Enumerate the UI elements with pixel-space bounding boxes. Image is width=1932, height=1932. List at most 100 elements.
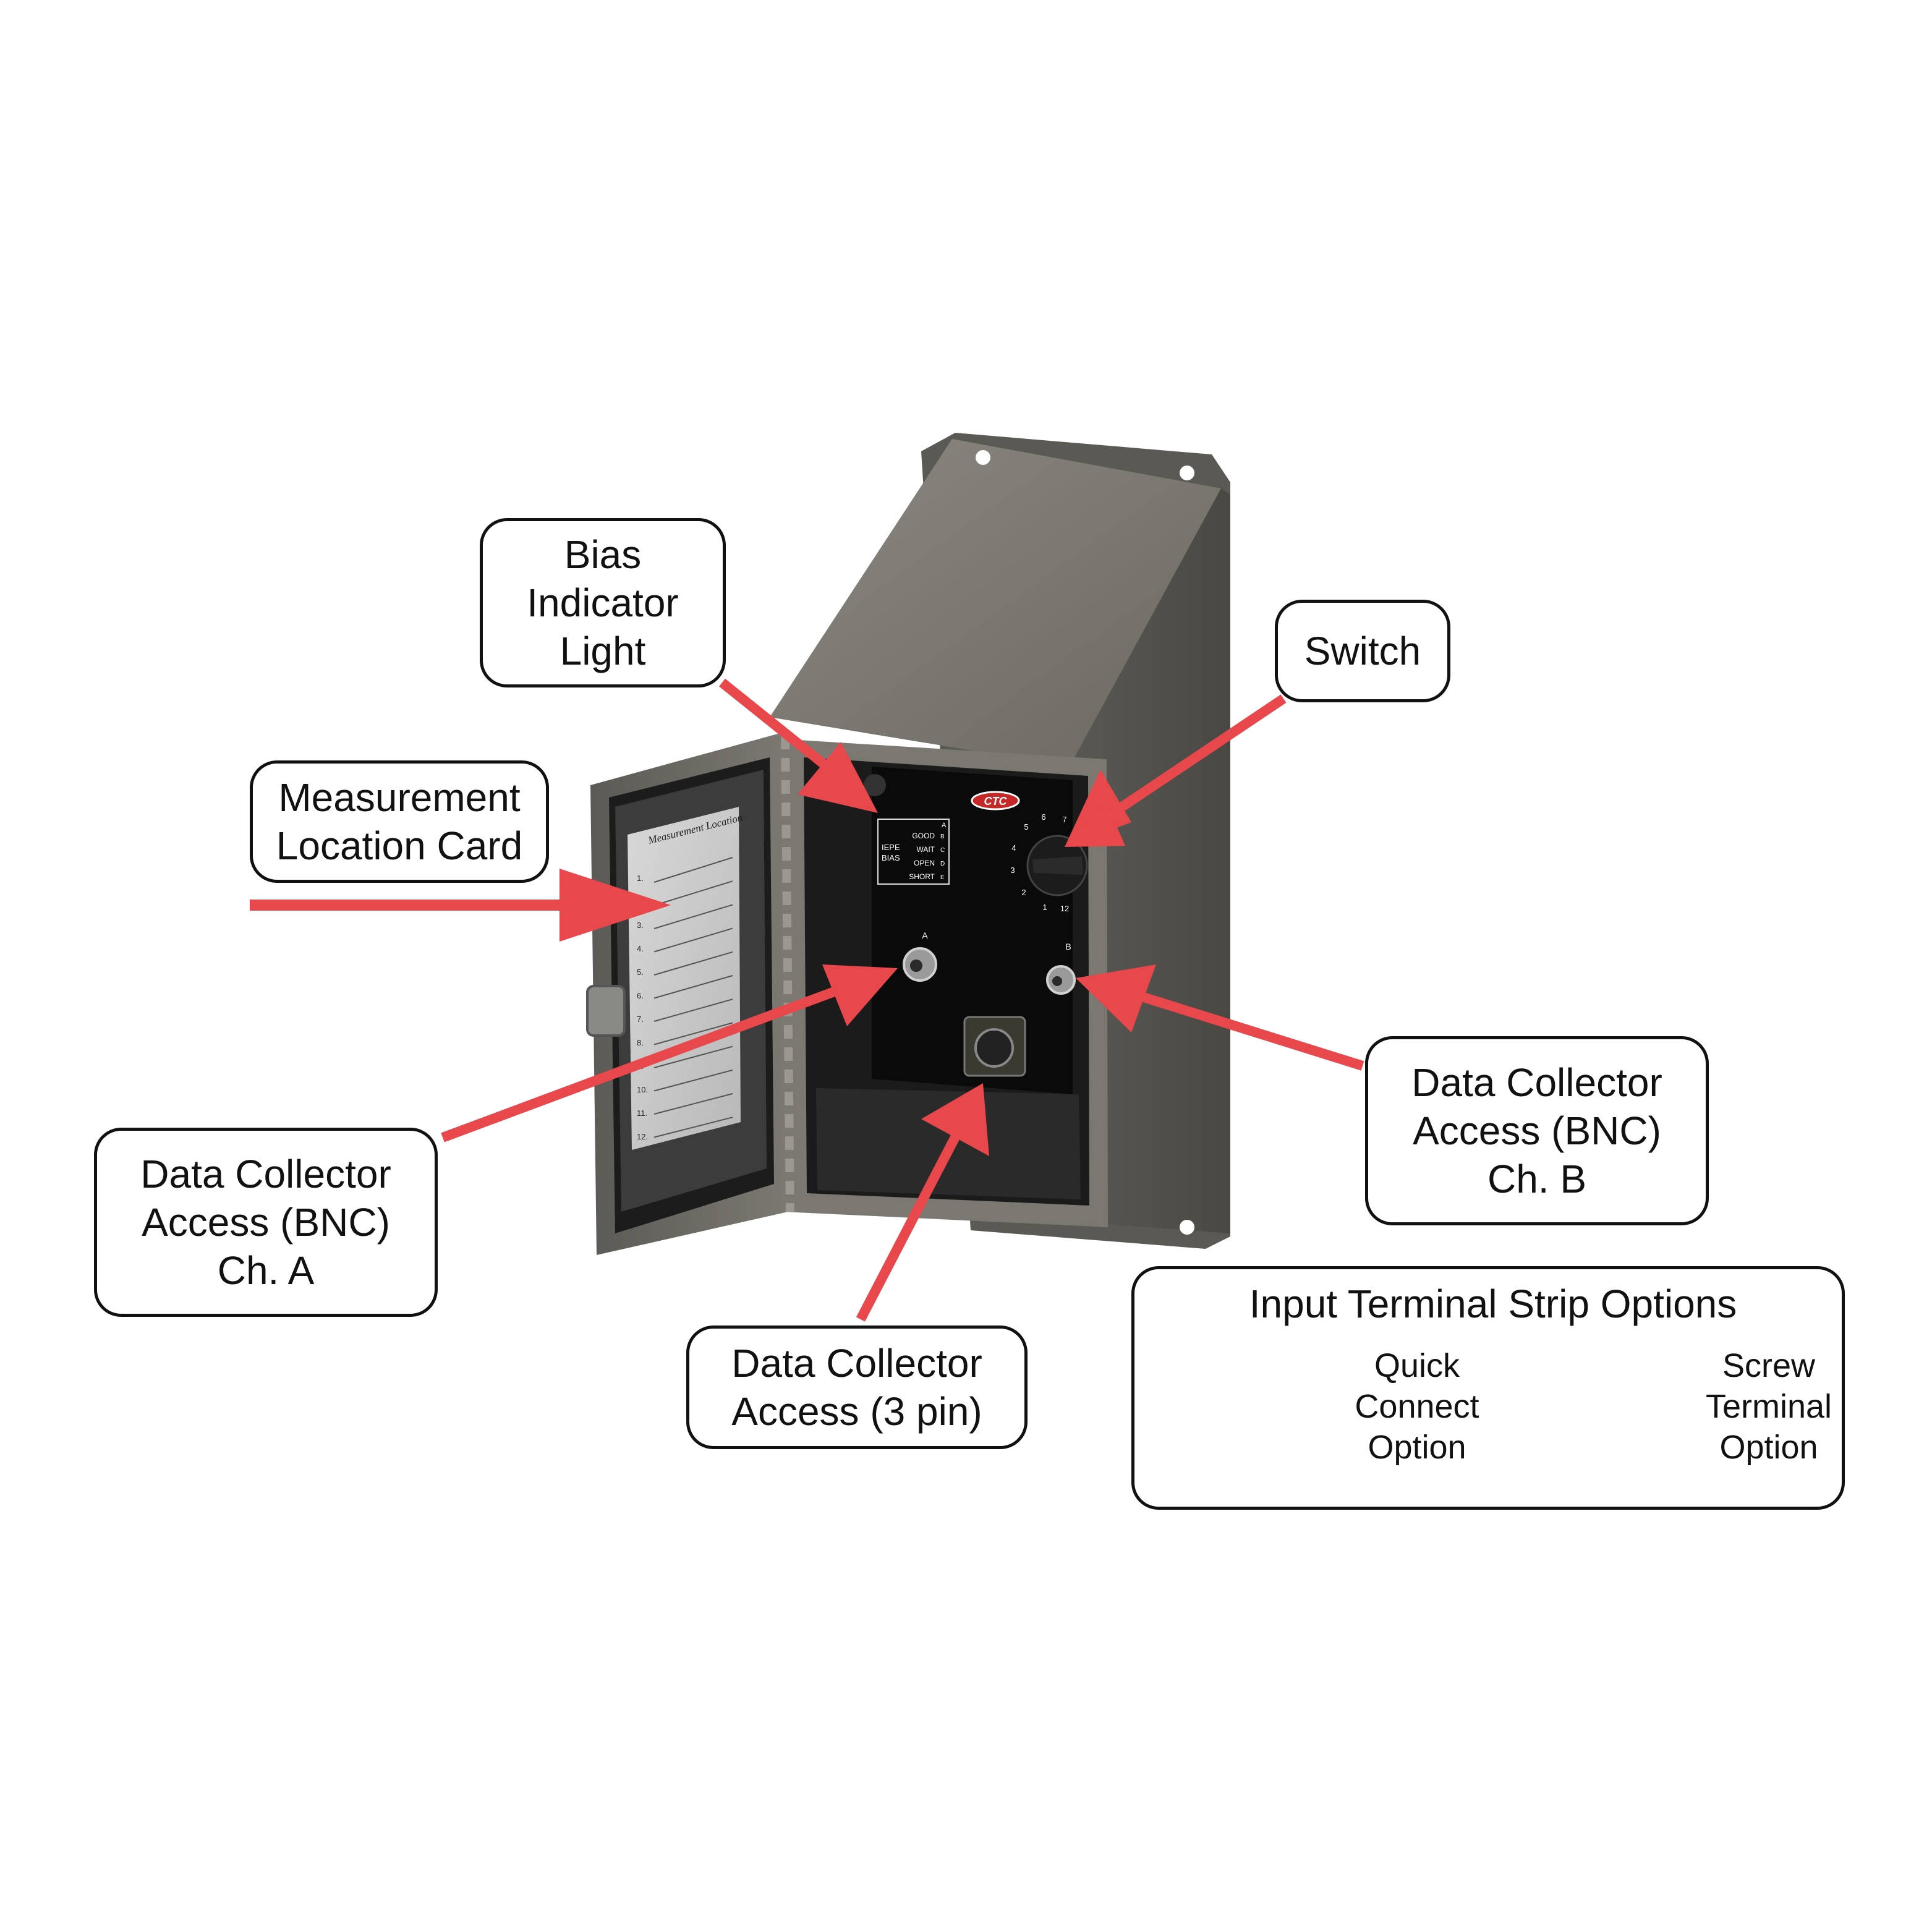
card-line-number: 1. [637,874,644,883]
card-line [653,1045,733,1068]
bnc-b-label: B [1065,942,1071,951]
door-hinge [781,735,794,1212]
status-mark: C [940,847,945,854]
side-wall [1070,488,1230,1233]
card-line [653,951,733,976]
status-mark: D [940,861,945,867]
option-line: Connect [1355,1388,1479,1425]
option-line: Option [1368,1429,1466,1466]
arrow-bnc-a-head [822,964,898,1026]
screw-terminal-label: Screw Terminal Option [1698,1345,1840,1468]
card-line [653,904,733,929]
status-label: GOOD [912,832,935,840]
card-line [653,880,733,906]
callout-three-pin: Data Collector Access (3 pin) [686,1326,1028,1449]
callout-line: Access (BNC) [142,1200,390,1245]
card-line-number: 7. [637,1015,644,1024]
status-label: OPEN [914,859,935,867]
arrow-switch [1119,694,1287,811]
option-line: Terminal [1705,1388,1832,1425]
card-line [653,927,733,953]
callout-line: Bias [564,532,642,577]
mount-hole-top-left [976,450,990,465]
callout-line: Data Collector [1411,1060,1662,1105]
three-pin-connector [974,1028,1014,1068]
callout-line: Access (3 pin) [731,1389,982,1434]
status-table [877,819,950,885]
quick-connect-label: Quick Connect Option [1343,1345,1491,1468]
card-line [653,1093,733,1115]
measurement-card [628,807,741,1150]
arrow-three-pin-head [921,1083,989,1156]
mount-hole-top-right [1180,466,1194,480]
door-latch [586,985,626,1037]
callout-bnc-ch-b: Data Collector Access (BNC) Ch. B [1365,1036,1709,1225]
callout-line: Data Collector [731,1341,982,1385]
callout-line: Light [560,629,646,673]
option-line: Option [1719,1429,1818,1466]
card-line-number: 8. [637,1038,644,1047]
callout-measurement-location-card: Measurement Location Card [250,760,549,883]
dial-number: 4 [1011,843,1016,853]
status-mark: B [940,833,945,840]
card-line [653,998,733,1022]
status-rows: GOOD B WAIT C OPEN D SHORT E [909,832,945,881]
card-line [653,1022,733,1045]
callout-line: Ch. B [1487,1157,1587,1201]
arrow-bnc-b [1136,990,1364,1071]
dial-number: 6 [1041,812,1045,822]
card-line-number: 4. [637,944,644,953]
dial-number: 12 [1060,904,1069,913]
option-line: Screw [1722,1347,1816,1384]
status-label: WAIT [916,845,935,854]
callout-line: Switch [1304,629,1421,673]
bias-label-iepe: IEPE [882,843,900,852]
card-line-number: 5. [637,968,644,977]
dial-number: 1 [1042,903,1047,912]
callout-switch: Switch [1275,600,1450,702]
callout-line: Measurement [278,775,521,820]
dial-number: 2 [1021,888,1026,897]
terminal-options-box [1131,1266,1845,1510]
dial-number: 3 [1010,866,1015,875]
card-line-number: 11. [637,1109,647,1118]
arrows [250,678,1364,1322]
arrow-three-pin [856,1123,966,1322]
bnc-connector-a-core [910,960,922,972]
arrow-bias-indicator-head [798,742,878,813]
mount-hole-bottom-right [1180,1220,1194,1235]
arrow-bnc-a [441,984,843,1143]
callout-line: Ch. A [217,1248,315,1293]
arrow-bnc-b-head [1076,964,1156,1032]
rotary-switch-pointer [1032,856,1083,875]
callout-line: Data Collector [140,1152,391,1196]
card-line [653,975,733,999]
callout-line: Access (BNC) [1413,1109,1661,1153]
card-line [653,857,733,883]
card-line-number: 3. [637,921,644,930]
bias-label-bias: BIAS [882,853,900,862]
card-line [653,1117,733,1138]
control-panel [872,767,1073,1094]
card-line [653,1069,733,1092]
card-line-number: 12. [637,1132,648,1141]
status-mark: E [940,874,945,881]
arrow-measurement-card-head [560,869,671,942]
callout-line: Indicator [527,581,679,625]
bnc-connector-b-core [1052,976,1062,986]
dial-number: 5 [1024,822,1028,832]
callout-bnc-ch-a: Data Collector Access (BNC) Ch. A [94,1128,438,1317]
callout-bias-indicator-light: Bias Indicator Light [480,518,726,687]
sloped-roof [770,439,1221,767]
bias-indicator-led [864,774,886,796]
callout-line: Location Card [276,823,523,868]
brand-logo-text: CTC [984,795,1008,807]
status-label: SHORT [909,872,935,881]
status-channel-col: A [942,822,947,829]
card-line-number: 10. [637,1085,648,1094]
brand-logo [971,791,1020,811]
terminal-options-title: Input Terminal Strip Options [1249,1282,1737,1326]
